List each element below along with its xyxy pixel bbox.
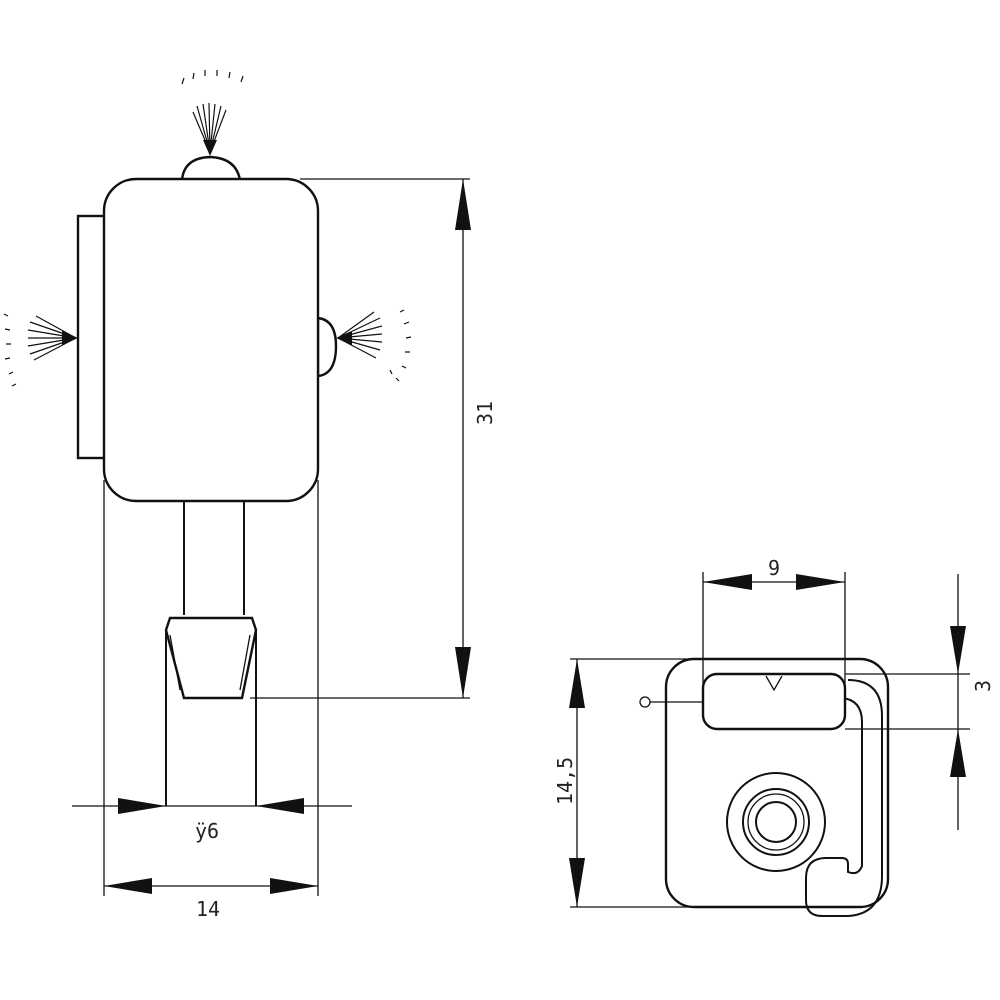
dim9-label: 9 — [768, 556, 780, 580]
pin-body — [165, 630, 257, 806]
socket-ring — [747, 793, 805, 851]
dim145-arrow-top — [569, 659, 585, 708]
width-arrow-right — [270, 878, 318, 894]
dim3-arrow-bottom — [950, 729, 966, 777]
right-bump — [316, 316, 338, 378]
height-dim-label: 31 — [473, 401, 497, 425]
dim9-arrow-right — [796, 574, 845, 590]
pin-arrow-right — [256, 798, 304, 814]
side-view: 9 14,5 3 — [553, 556, 995, 917]
height-arrow-bottom — [455, 647, 471, 698]
dim3-label: 3 — [971, 680, 995, 692]
height-arrow-top — [455, 179, 471, 230]
housing — [102, 177, 320, 503]
dim145-label: 14,5 — [553, 757, 577, 805]
j-channel — [805, 679, 883, 917]
right-light-burst-icon — [336, 309, 412, 382]
left-light-burst-icon — [3, 313, 78, 387]
slot-window — [701, 672, 847, 731]
dim9-arrow-left — [703, 574, 752, 590]
dim3-arrow-top — [950, 626, 966, 674]
pin-arrow-left — [118, 798, 166, 814]
width-dim-label: 14 — [196, 897, 220, 921]
width-arrow-left — [104, 878, 152, 894]
plug-inner-right — [239, 634, 251, 691]
socket-outer — [726, 772, 826, 872]
plug-inner-left — [169, 634, 181, 691]
dim145-arrow-bottom — [569, 858, 585, 907]
socket-inner — [755, 801, 797, 843]
side-plate — [76, 214, 108, 460]
pin-dim-label: ÿ6 — [195, 819, 219, 843]
side-pin — [639, 696, 651, 708]
front-view: ÿ6 14 31 — [3, 70, 497, 921]
top-dome — [180, 155, 242, 182]
stem — [183, 502, 245, 615]
slot-notch — [765, 675, 783, 692]
socket-middle — [742, 788, 810, 856]
top-light-burst-icon — [181, 70, 244, 156]
